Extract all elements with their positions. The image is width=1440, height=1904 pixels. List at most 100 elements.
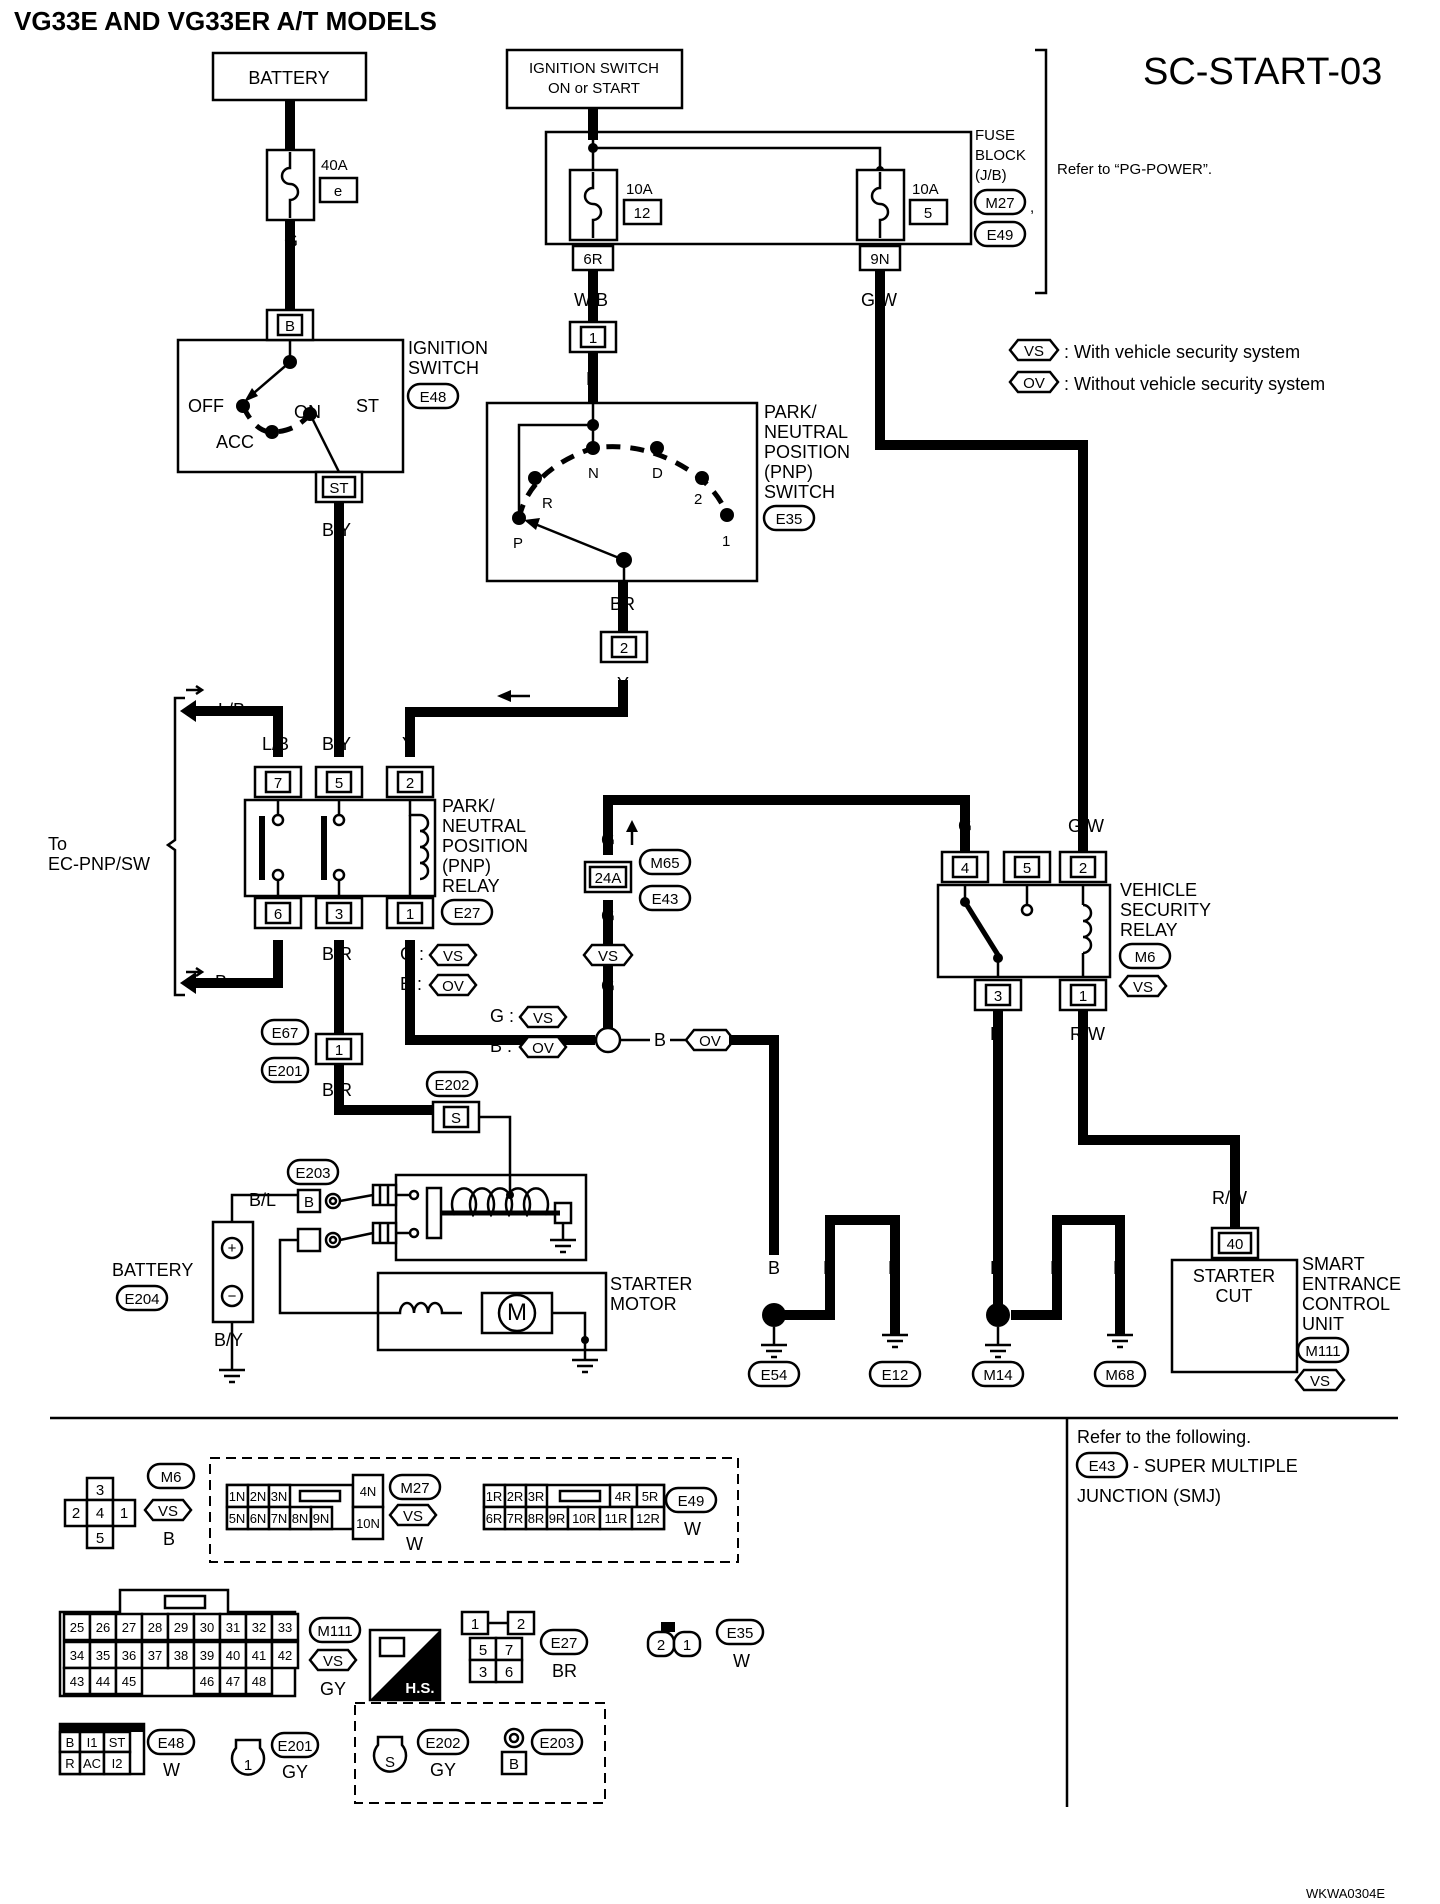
smj-junction: G 24A M65 E43 G VS G G : VS B : OV B OV [490, 820, 779, 1059]
svg-text:E202: E202 [425, 1735, 460, 1752]
svg-text:OV: OV [1023, 375, 1045, 392]
connector-pin [270, 1640, 300, 1670]
svg-text:AC: AC [83, 1756, 101, 1771]
svg-text:B: B [272, 944, 284, 964]
svg-text:B: B [823, 1258, 835, 1278]
connector-view-m27: 1N 2N 3N 4N 5N 6N 7N 8N 9N 10N M27 VS W [225, 1473, 442, 1554]
svg-text:S: S [451, 1110, 461, 1127]
svg-text:BATTERY: BATTERY [112, 1260, 193, 1280]
svg-text:6R: 6R [583, 251, 602, 268]
connector-pin-label: 26 [96, 1620, 110, 1635]
svg-text:2N: 2N [250, 1489, 267, 1504]
svg-text:P: P [513, 535, 523, 552]
svg-text:R/W: R/W [1070, 1024, 1105, 1044]
svg-text:B/R: B/R [322, 944, 352, 964]
svg-text:E27: E27 [551, 1635, 578, 1652]
svg-text:E48: E48 [158, 1735, 185, 1752]
svg-text:12: 12 [634, 205, 651, 222]
svg-text:H.S.: H.S. [405, 1680, 434, 1697]
connector-pin-label: 29 [174, 1620, 188, 1635]
svg-text:B/Y: B/Y [322, 734, 351, 754]
svg-text:R: R [65, 1756, 74, 1771]
connector-pin-label: 27 [122, 1620, 136, 1635]
svg-text:: With vehicle security system: : With vehicle security system [1064, 342, 1300, 362]
svg-text:OV: OV [442, 978, 464, 995]
grounds: B B B B B B E54 E12 M14 M68 [747, 1258, 1147, 1388]
svg-text:B: B [888, 1258, 900, 1278]
svg-text:2: 2 [657, 1637, 665, 1654]
svg-text:B/Y: B/Y [322, 520, 351, 540]
connector-e35: E35 [776, 511, 803, 528]
svg-text:Y: Y [617, 674, 629, 694]
svg-text:R/W: R/W [1212, 1188, 1247, 1208]
svg-text:(PNP): (PNP) [442, 856, 491, 876]
svg-text:4R: 4R [615, 1489, 632, 1504]
svg-text:E201: E201 [267, 1063, 302, 1080]
svg-text:1: 1 [589, 330, 597, 347]
svg-text:7R: 7R [507, 1511, 524, 1526]
svg-text:W: W [406, 1534, 423, 1554]
vehicle-security-relay: G G/W 4 5 2 3 1 VEHICLE SECURITY RELAY M… [936, 816, 1211, 1044]
svg-text:- SUPER MULTIPLE: - SUPER MULTIPLE [1133, 1456, 1298, 1476]
svg-text:1: 1 [471, 1616, 479, 1633]
svg-text:EC-PNP/SW: EC-PNP/SW [48, 854, 150, 874]
svg-text:9R: 9R [549, 1511, 566, 1526]
svg-text:GY: GY [430, 1760, 456, 1780]
connector-e27: E27 [454, 905, 481, 922]
svg-text:GY: GY [282, 1762, 308, 1782]
svg-text:G :: G : [490, 1006, 514, 1026]
svg-text:G/W: G/W [1068, 816, 1104, 836]
connector-pin-label: 47 [226, 1674, 240, 1689]
svg-text:M111: M111 [317, 1623, 352, 1640]
dashed-group-1 [209, 1457, 739, 1563]
svg-text:W: W [684, 1519, 701, 1539]
svg-text:3: 3 [479, 1664, 487, 1681]
connector-pin-label: 44 [96, 1674, 110, 1689]
svg-text:FUSE: FUSE [975, 127, 1015, 144]
svg-text:2: 2 [694, 491, 702, 508]
svg-text:B/L: B/L [249, 1190, 276, 1210]
svg-text:RELAY: RELAY [1120, 920, 1178, 940]
svg-text:B: B [509, 1756, 519, 1773]
svg-text:2: 2 [1079, 860, 1087, 877]
svg-text:6: 6 [274, 906, 282, 923]
svg-text:CUT: CUT [1216, 1286, 1253, 1306]
svg-text:RELAY: RELAY [442, 876, 500, 896]
connector-e202: E202 [434, 1077, 469, 1094]
svg-text:B: B [304, 1194, 314, 1211]
connector-pin-label: 39 [200, 1648, 214, 1663]
connector-pin [192, 1640, 222, 1670]
connector-pin-label: 41 [252, 1648, 266, 1663]
svg-text:2: 2 [406, 775, 414, 792]
svg-text:MOTOR: MOTOR [610, 1294, 677, 1314]
svg-text:NEUTRAL: NEUTRAL [764, 422, 848, 442]
svg-text:SWITCH: SWITCH [764, 482, 835, 502]
svg-text:CONTROL: CONTROL [1302, 1294, 1390, 1314]
svg-text:OFF: OFF [188, 396, 224, 416]
connector-pin [62, 1666, 92, 1696]
connector-pin-label: 35 [96, 1648, 110, 1663]
svg-text:M27: M27 [400, 1480, 429, 1497]
svg-text:ST: ST [329, 480, 348, 497]
svg-text:VEHICLE: VEHICLE [1120, 880, 1197, 900]
battery-label: BATTERY [248, 68, 329, 88]
svg-text:L/B: L/B [218, 700, 245, 720]
svg-text:3: 3 [96, 1482, 104, 1499]
connector-pin-1-wb: 1 B [568, 320, 618, 389]
wires [187, 83, 1240, 1335]
svg-text:4N: 4N [360, 1484, 377, 1499]
svg-text:(PNP): (PNP) [764, 462, 813, 482]
svg-text:E203: E203 [539, 1735, 574, 1752]
connector-pin-label: 42 [278, 1648, 292, 1663]
svg-text:ENTRANCE: ENTRANCE [1302, 1274, 1401, 1294]
svg-text:11R: 11R [605, 1511, 628, 1526]
svg-text:I1: I1 [87, 1735, 98, 1750]
svg-text:G: G [601, 830, 615, 850]
svg-text:3R: 3R [528, 1489, 545, 1504]
svg-text:VS: VS [1024, 343, 1044, 360]
connector-pin-label: 43 [70, 1674, 84, 1689]
svg-text:Refer to the following.: Refer to the following. [1077, 1427, 1251, 1447]
connector-e49: E49 [987, 227, 1014, 244]
svg-text:N: N [588, 465, 599, 482]
